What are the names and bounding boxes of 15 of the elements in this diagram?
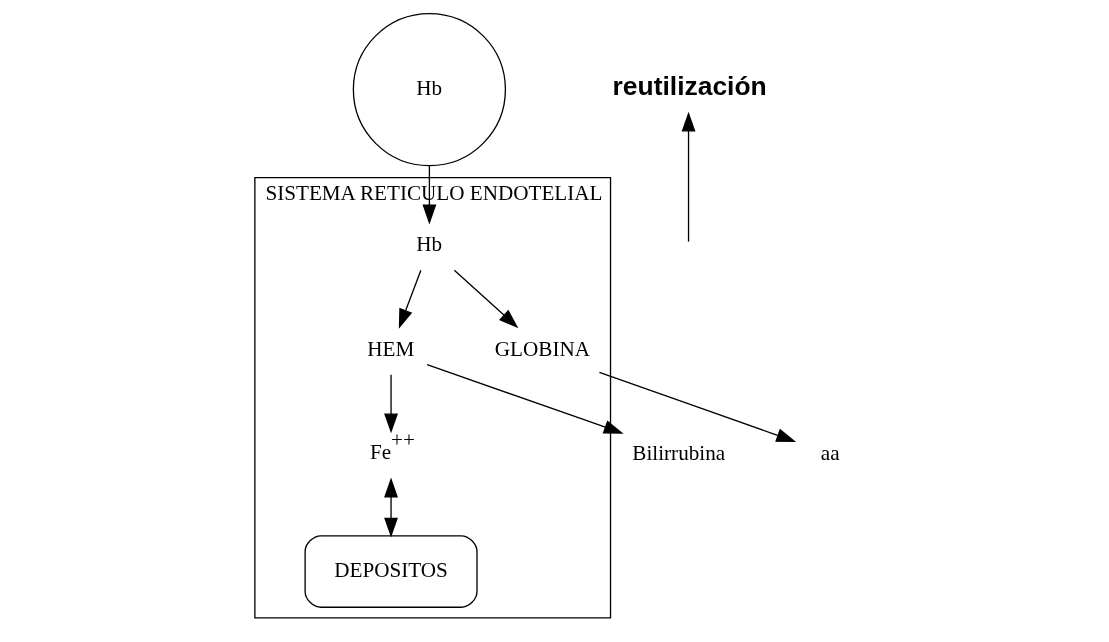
node-circle: Hb [352, 12, 506, 167]
arrow [383, 374, 398, 434]
arrow [398, 269, 422, 329]
node-text: HEM [366, 336, 414, 361]
node-text: Bilirrubina [631, 441, 725, 466]
node-text: GLOBINA [494, 336, 590, 361]
node-text: reutilización [612, 70, 767, 101]
node-text: Hb [415, 232, 442, 257]
arrow [598, 371, 796, 442]
node-box: DEPOSITOS [303, 535, 478, 608]
arrow [383, 477, 398, 538]
arrow [681, 111, 695, 243]
node-text: aa [820, 441, 840, 466]
arrow [453, 269, 518, 329]
arrow [425, 363, 624, 434]
